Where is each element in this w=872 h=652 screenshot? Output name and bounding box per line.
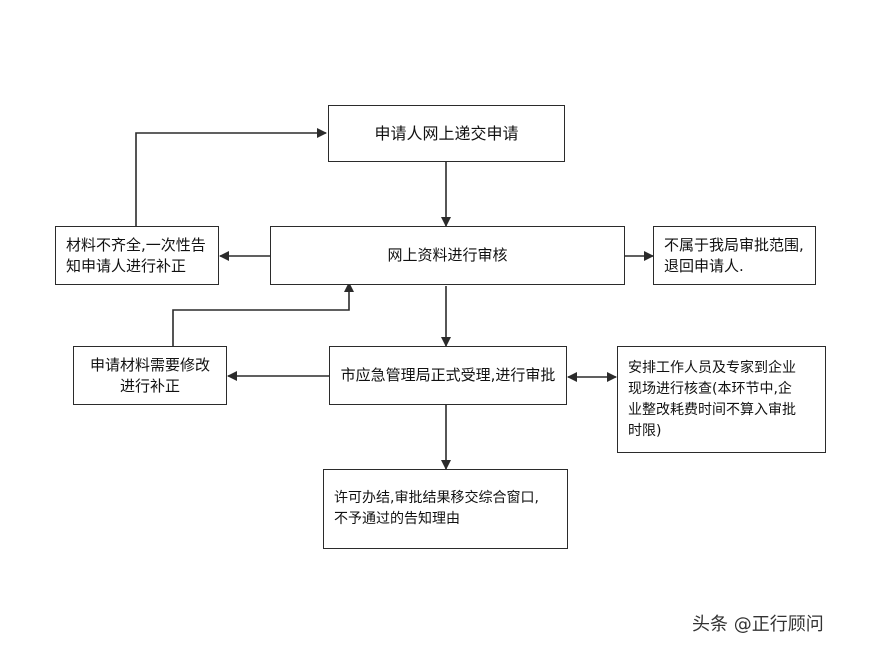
node-out-of-scope: 不属于我局审批范围, 退回申请人. xyxy=(653,226,816,285)
watermark-text: 头条 @正行顾问 xyxy=(692,614,824,635)
node-out-of-scope-line-1: 不属于我局审批范围, xyxy=(664,235,804,254)
node-incomplete-line-2: 知申请人进行补正 xyxy=(66,256,187,275)
node-online-review: 网上资料进行审核 xyxy=(270,226,625,285)
node-needs-revision-line-2: 进行补正 xyxy=(119,376,180,395)
node-site-check-line-2: 现场进行核查(本环节中,企 xyxy=(628,380,792,397)
arrow-incomplete-to-submit xyxy=(135,128,327,227)
node-incomplete-line-1: 材料不齐全,一次性告 xyxy=(66,235,206,254)
node-result-line-2: 不予通过的告知理由 xyxy=(334,511,460,527)
node-online-review-line-1: 网上资料进行审核 xyxy=(387,246,508,264)
node-site-check-line-1: 安排工作人员及专家到企业 xyxy=(628,359,796,376)
node-formal-review: 市应急管理局正式受理,进行审批 xyxy=(329,346,567,405)
node-needs-revision-line-1: 申请材料需要修改 xyxy=(89,355,210,374)
node-site-check: 安排工作人员及专家到企业 现场进行核查(本环节中,企 业整改耗费时间不算入审批 … xyxy=(617,346,826,453)
node-needs-revision: 申请材料需要修改 进行补正 xyxy=(73,346,227,405)
node-materials-incomplete: 材料不齐全,一次性告 知申请人进行补正 xyxy=(55,226,219,285)
node-submit-line-1: 申请人网上递交申请 xyxy=(374,124,519,143)
node-site-check-line-3: 业整改耗费时间不算入审批 xyxy=(628,401,796,418)
node-result-line-1: 许可办结,审批结果移交综合窗口, xyxy=(334,490,539,506)
arrow-revision-to-review xyxy=(172,282,354,346)
node-submit-application: 申请人网上递交申请 xyxy=(328,105,565,162)
node-approval-result: 许可办结,审批结果移交综合窗口, 不予通过的告知理由 xyxy=(323,469,568,549)
node-formal-review-line-1: 市应急管理局正式受理,进行审批 xyxy=(340,366,556,384)
node-out-of-scope-line-2: 退回申请人. xyxy=(664,256,744,275)
node-site-check-line-4: 时限) xyxy=(628,422,662,439)
